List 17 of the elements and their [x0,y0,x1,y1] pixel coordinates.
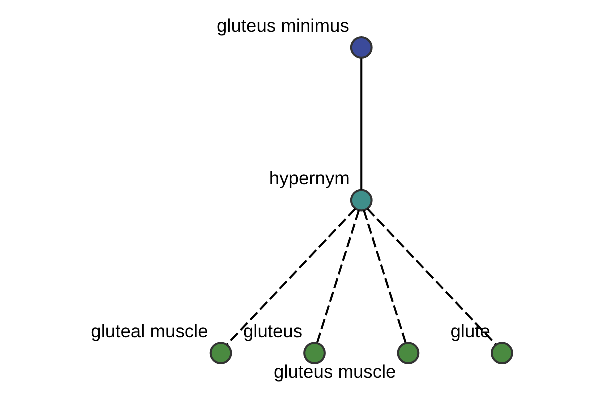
node-label: hypernym [268,167,350,188]
connector [362,210,406,344]
node-circle [350,36,372,58]
node-circle [209,342,232,364]
node-label: glute [450,320,490,341]
node-label: gluteus minimus [216,14,349,36]
node-label: gluteus muscle [274,360,396,382]
connector [316,210,360,344]
node-label: gluteus [242,320,302,341]
connector [226,208,356,345]
node-circle [350,188,372,212]
connector [360,58,362,190]
node-circle [303,342,326,364]
node-label: gluteal muscle [90,320,208,341]
node-circle [396,342,420,364]
node-circle [490,342,513,364]
connector [366,208,496,345]
